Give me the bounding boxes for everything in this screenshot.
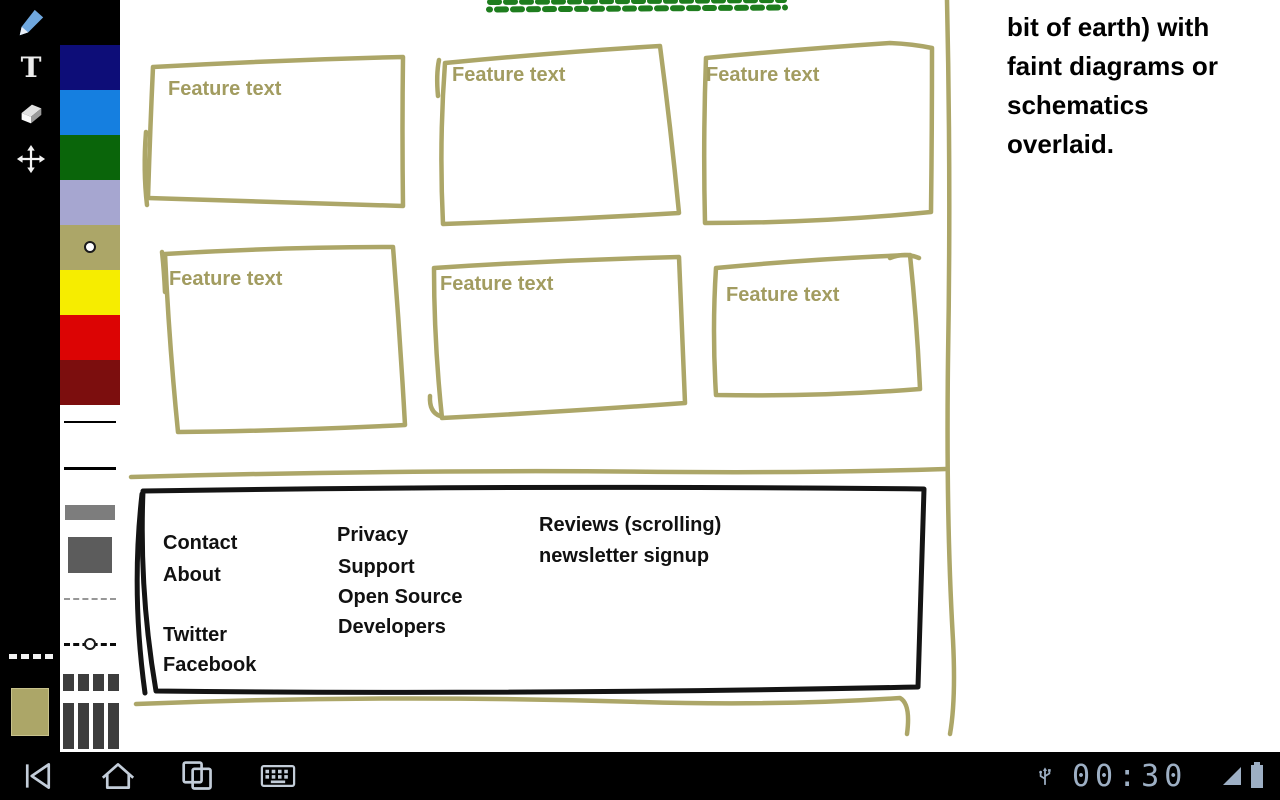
stroke-style-list (60, 405, 120, 752)
sketch-strokes (128, 0, 957, 737)
note-line: overlaid. (1007, 129, 1114, 159)
color-swatch-yellow[interactable] (60, 270, 120, 315)
note-line: faint diagrams or (1007, 51, 1218, 81)
back-button[interactable] (14, 758, 62, 794)
feature-box-label: Feature text (726, 284, 840, 306)
footer-link-developers: Developers (338, 616, 446, 638)
color-swatch-red[interactable] (60, 315, 120, 360)
footer-link-twitter: Twitter (163, 624, 228, 646)
stroke-extra-thick[interactable] (68, 537, 112, 573)
move-tool-button[interactable] (13, 140, 49, 178)
color-swatch-green[interactable] (60, 135, 120, 180)
banner-strokes (486, 0, 788, 13)
move-icon (16, 144, 46, 174)
wireframe-strokes (128, 0, 957, 737)
palette-spacer (60, 0, 120, 45)
stroke-medium[interactable] (64, 467, 116, 470)
keyboard-button[interactable] (254, 758, 302, 794)
pencil-icon (19, 9, 44, 36)
stroke-square-dash[interactable] (63, 674, 119, 691)
feature-box-label: Feature text (452, 64, 566, 86)
side-note-text: bit of earth) with faint diagrams or sch… (1007, 8, 1280, 164)
note-line: bit of earth) with (1007, 12, 1210, 42)
battery-icon (1251, 762, 1263, 788)
back-icon (25, 763, 51, 789)
footer-note-newsletter: newsletter signup (539, 545, 710, 567)
feature-box-label: Feature text (169, 268, 283, 290)
footer-link-opensource: Open Source (338, 586, 463, 608)
recent-apps-button[interactable] (174, 758, 222, 794)
note-line: schematics (1007, 90, 1149, 120)
stroke-thin[interactable] (64, 421, 116, 423)
eraser-icon (21, 104, 42, 124)
current-color-preview[interactable] (11, 688, 49, 736)
footer-link-about: About (163, 564, 221, 586)
selected-stroke-indicator (84, 638, 96, 650)
tools-column: T (0, 0, 60, 752)
feature-box-label: Feature text (706, 64, 820, 86)
recent-apps-icon (182, 761, 212, 790)
selected-color-indicator (84, 241, 96, 253)
home-icon (101, 763, 135, 789)
feature-box-label: Feature text (168, 78, 282, 100)
stroke-thick-gray[interactable] (65, 505, 115, 520)
keyboard-icon (260, 765, 296, 787)
home-button[interactable] (94, 758, 142, 794)
footer-link-support: Support (338, 556, 415, 578)
stroke-dashed-selected[interactable] (64, 638, 116, 650)
eraser-tool-button[interactable] (13, 94, 49, 132)
status-clock: 00:30 (1072, 759, 1188, 794)
footer-link-privacy: Privacy (337, 524, 409, 546)
usb-icon (1039, 767, 1051, 785)
footer-box-strokes (134, 484, 927, 696)
color-swatch-khaki[interactable] (60, 225, 120, 270)
text-tool-button[interactable]: T (13, 48, 49, 86)
footer-link-contact: Contact (163, 532, 238, 554)
text-tool-icon: T (20, 50, 42, 84)
signal-icon (1223, 767, 1241, 785)
footer-note-reviews: Reviews (scrolling) (539, 514, 722, 536)
feature-box-label: Feature text (440, 273, 554, 295)
stroke-tall-dash[interactable] (63, 703, 119, 749)
color-palette (60, 0, 120, 752)
drawing-canvas[interactable]: Feature text Feature text Feature text F… (120, 0, 1280, 752)
color-swatch-lavender[interactable] (60, 180, 120, 225)
dashed-line-style-button[interactable] (9, 652, 53, 660)
footer-link-facebook: Facebook (163, 654, 257, 676)
color-swatch-navy[interactable] (60, 45, 120, 90)
color-swatch-dark-red[interactable] (60, 360, 120, 405)
pen-tool-button[interactable] (13, 4, 49, 42)
color-swatch-blue[interactable] (60, 90, 120, 135)
stroke-dashed-gray[interactable] (64, 598, 116, 600)
tool-sidebar: T (0, 0, 120, 752)
android-system-bar: 00:30 (0, 752, 1280, 800)
